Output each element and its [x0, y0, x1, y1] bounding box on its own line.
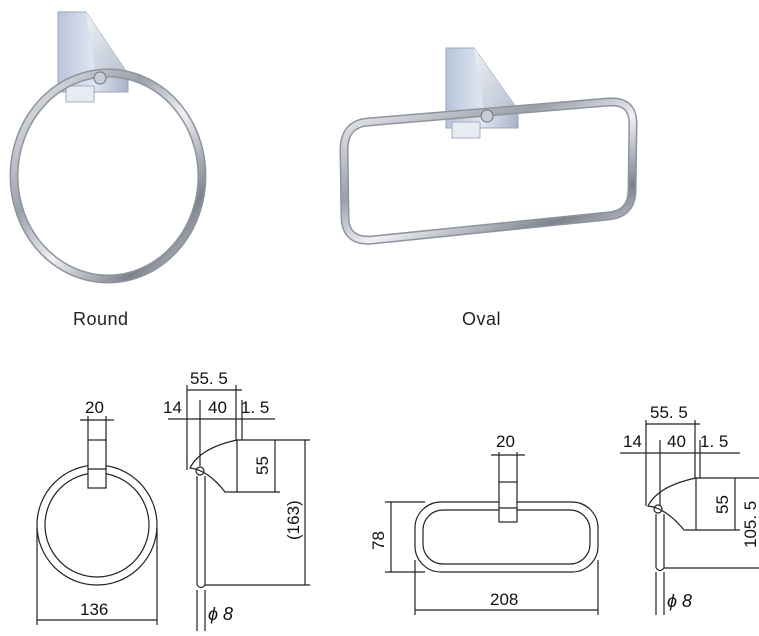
oval-bracket-height-label: 55: [713, 495, 732, 514]
round-rod-diameter-label: ϕ 8: [208, 604, 233, 624]
oval-depth-total-label: 55. 5: [650, 403, 688, 422]
round-total-height-label: (163): [284, 500, 303, 540]
oval-side-view: [620, 420, 759, 615]
oval-height-label: 78: [369, 531, 388, 550]
oval-width-label: 208: [490, 590, 518, 609]
oval-depth-tail-label: 1. 5: [700, 432, 728, 451]
oval-front-view: [385, 452, 599, 615]
round-side-view: [168, 385, 310, 631]
round-width-label: 136: [80, 600, 108, 619]
oval-depth-mid-label: 40: [667, 432, 686, 451]
round-depth-tail-label: 1. 5: [241, 398, 269, 417]
round-bracket-height-label: 55: [253, 456, 272, 475]
round-caption: Round: [73, 309, 129, 329]
round-depth-offset-label: 14: [163, 398, 182, 417]
oval-caption: Oval: [462, 309, 502, 329]
round-depth-total-label: 55. 5: [190, 369, 228, 388]
oval-total-height-label: 105. 5: [741, 501, 759, 548]
oval-depth-offset-label: 14: [623, 432, 642, 451]
round-bracket-width-label: 20: [85, 398, 104, 417]
oval-bracket-width-label: 20: [496, 432, 515, 451]
round-towel-ring-photo: [9, 11, 207, 284]
round-front-view: [36, 416, 158, 625]
oval-towel-ring-photo: [339, 47, 638, 245]
round-depth-mid-label: 40: [208, 398, 227, 417]
oval-rod-diameter-label: ϕ 8: [667, 591, 692, 611]
